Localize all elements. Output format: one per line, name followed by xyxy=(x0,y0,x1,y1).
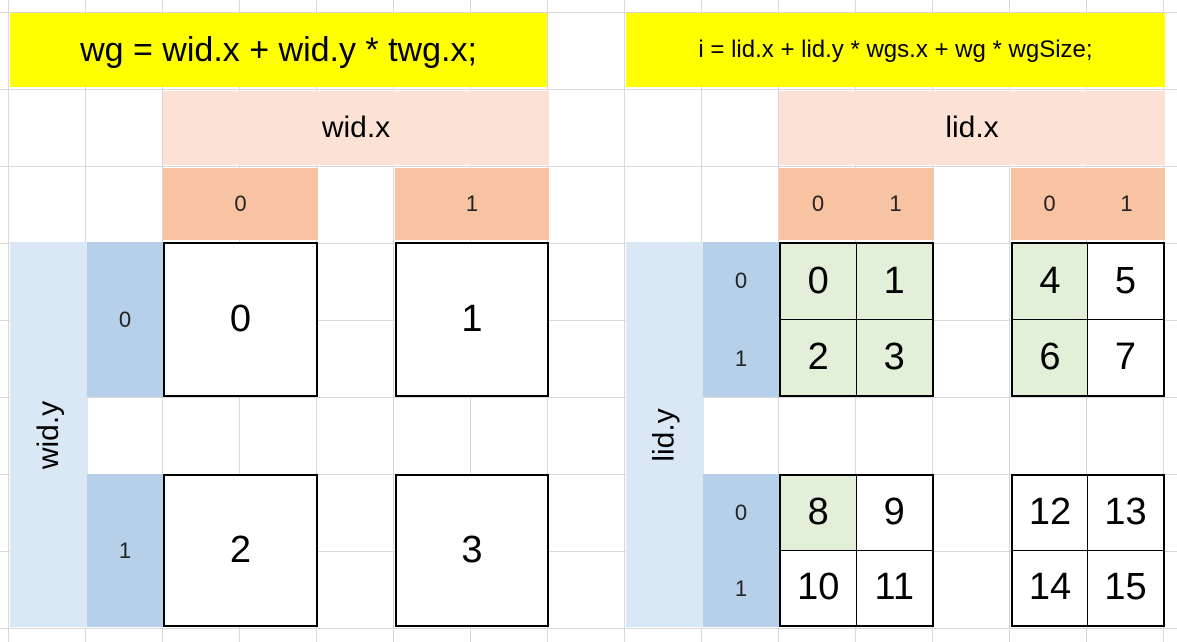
lid-y-index-0: 0 xyxy=(703,474,779,551)
work-item-cell: 13 xyxy=(1088,476,1163,551)
work-item-cell: 2 xyxy=(781,319,857,395)
workgroup-cell: 0 xyxy=(163,242,318,397)
wid-y-index-0: 0 xyxy=(87,242,163,397)
right-formula-text: i = lid.x + lid.y * wgs.x + wg * wgSize; xyxy=(698,36,1093,63)
left-formula-banner: wg = wid.x + wid.y * twg.x; xyxy=(10,13,547,87)
workgroup-cell: 1 xyxy=(395,242,549,397)
lid-y-index-1: 1 xyxy=(703,320,779,397)
lid-x-index-0: 0 xyxy=(1011,168,1088,240)
work-item-cell: 15 xyxy=(1104,566,1147,609)
lid-x-index-1: 1 xyxy=(857,168,934,240)
lid-y-index-0: 0 xyxy=(703,242,779,320)
workgroup-cell: 2 xyxy=(163,474,318,627)
lid-y-header: lid.y xyxy=(626,242,704,627)
wid-x-index-0: 0 xyxy=(163,168,318,240)
wid-y-index-1: 1 xyxy=(87,474,163,627)
work-item-cell: 3 xyxy=(856,319,932,395)
work-item-block: 8 9 10 11 xyxy=(779,474,934,627)
lid-y-label: lid.y xyxy=(647,407,681,462)
lid-x-header: lid.x xyxy=(779,91,1165,165)
work-item-cell: 6 xyxy=(1013,319,1088,395)
wid-y-header: wid.y xyxy=(10,242,88,627)
lid-x-index-1: 1 xyxy=(1088,168,1165,240)
wid-y-label: wid.y xyxy=(31,400,65,469)
work-item-cell: 5 xyxy=(1088,244,1163,320)
workgroup-cell: 3 xyxy=(395,474,549,627)
work-item-cell: 10 xyxy=(781,550,857,625)
work-item-cell: 1 xyxy=(856,244,932,320)
left-formula-text: wg = wid.x + wid.y * twg.x; xyxy=(80,30,477,69)
wid-x-index-1: 1 xyxy=(395,168,549,240)
work-item-cell: 9 xyxy=(856,476,932,551)
lid-y-index-1: 1 xyxy=(703,551,779,627)
work-item-cell: 7 xyxy=(1088,319,1163,395)
work-item-cell: 12 xyxy=(1013,476,1088,551)
work-item-block: 0 1 2 3 xyxy=(779,242,934,397)
work-item-cell: 11 xyxy=(856,550,932,625)
wid-x-label: wid.x xyxy=(321,111,391,144)
right-formula-banner: i = lid.x + lid.y * wgs.x + wg * wgSize; xyxy=(626,13,1165,87)
work-item-block: 12 13 14 15 xyxy=(1011,474,1165,627)
lid-x-label: lid.x xyxy=(945,111,999,144)
work-item-cell: 14 xyxy=(1013,550,1088,625)
work-item-cell: 0 xyxy=(781,244,857,320)
lid-x-index-0: 0 xyxy=(779,168,857,240)
work-item-block: 4 5 6 7 xyxy=(1011,242,1165,397)
wid-x-header: wid.x xyxy=(163,91,549,165)
work-item-cell: 4 xyxy=(1013,244,1088,320)
work-item-cell: 8 xyxy=(781,476,857,551)
